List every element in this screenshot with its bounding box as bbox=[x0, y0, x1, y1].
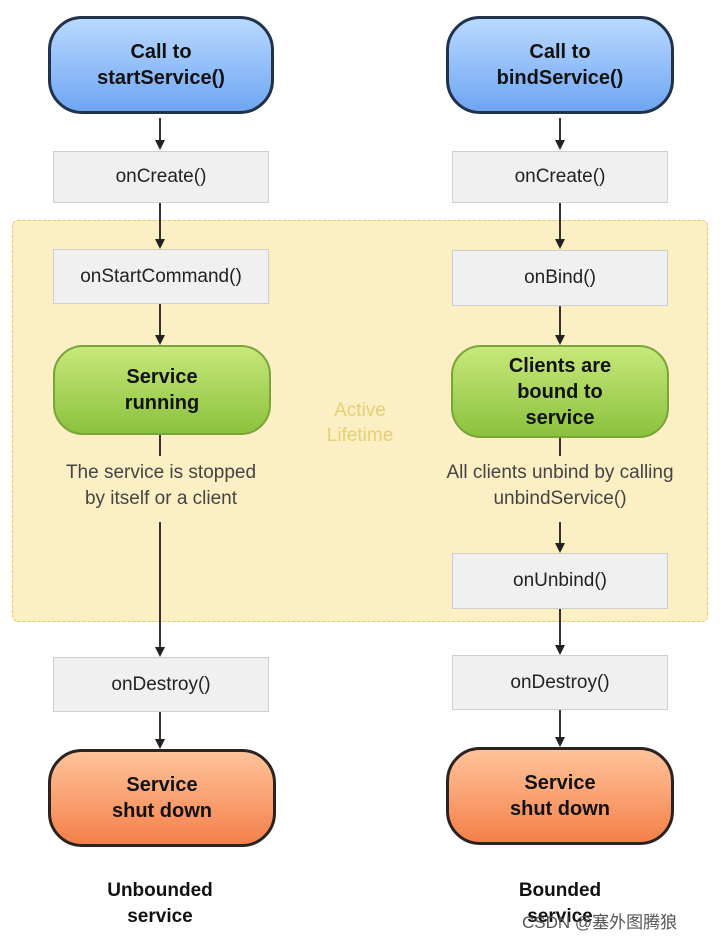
onunbind-box: onUnbind() bbox=[452, 553, 668, 609]
call-startservice-node: Call to startService() bbox=[48, 16, 274, 114]
right-oncreate-box: onCreate() bbox=[452, 151, 668, 203]
active-lifetime-label: Active Lifetime bbox=[326, 400, 394, 446]
left-service-shut-down-node: Service shut down bbox=[48, 749, 276, 847]
left-ondestroy-box: onDestroy() bbox=[53, 657, 269, 712]
watermark-text: CSDN @塞外图腾狼 bbox=[522, 913, 678, 932]
call-bindservice-node: Call to bindService() bbox=[446, 16, 674, 114]
left-stop-note: The service is stopped by itself or a cl… bbox=[25, 460, 297, 512]
clients-bound-node: Clients are bound to service bbox=[451, 345, 669, 438]
right-ondestroy-box: onDestroy() bbox=[452, 655, 668, 710]
onstartcommand-box: onStartCommand() bbox=[53, 249, 269, 304]
unbounded-service-caption: Unbounded service bbox=[107, 880, 213, 927]
bounded-service-caption: Bounded service bbox=[518, 880, 602, 927]
left-oncreate-box: onCreate() bbox=[53, 151, 269, 203]
service-running-node: Service running bbox=[53, 345, 271, 435]
right-service-shut-down-node: Service shut down bbox=[446, 747, 674, 845]
onbind-box: onBind() bbox=[452, 250, 668, 306]
right-unbind-note: All clients unbind by calling unbindServ… bbox=[415, 460, 705, 512]
